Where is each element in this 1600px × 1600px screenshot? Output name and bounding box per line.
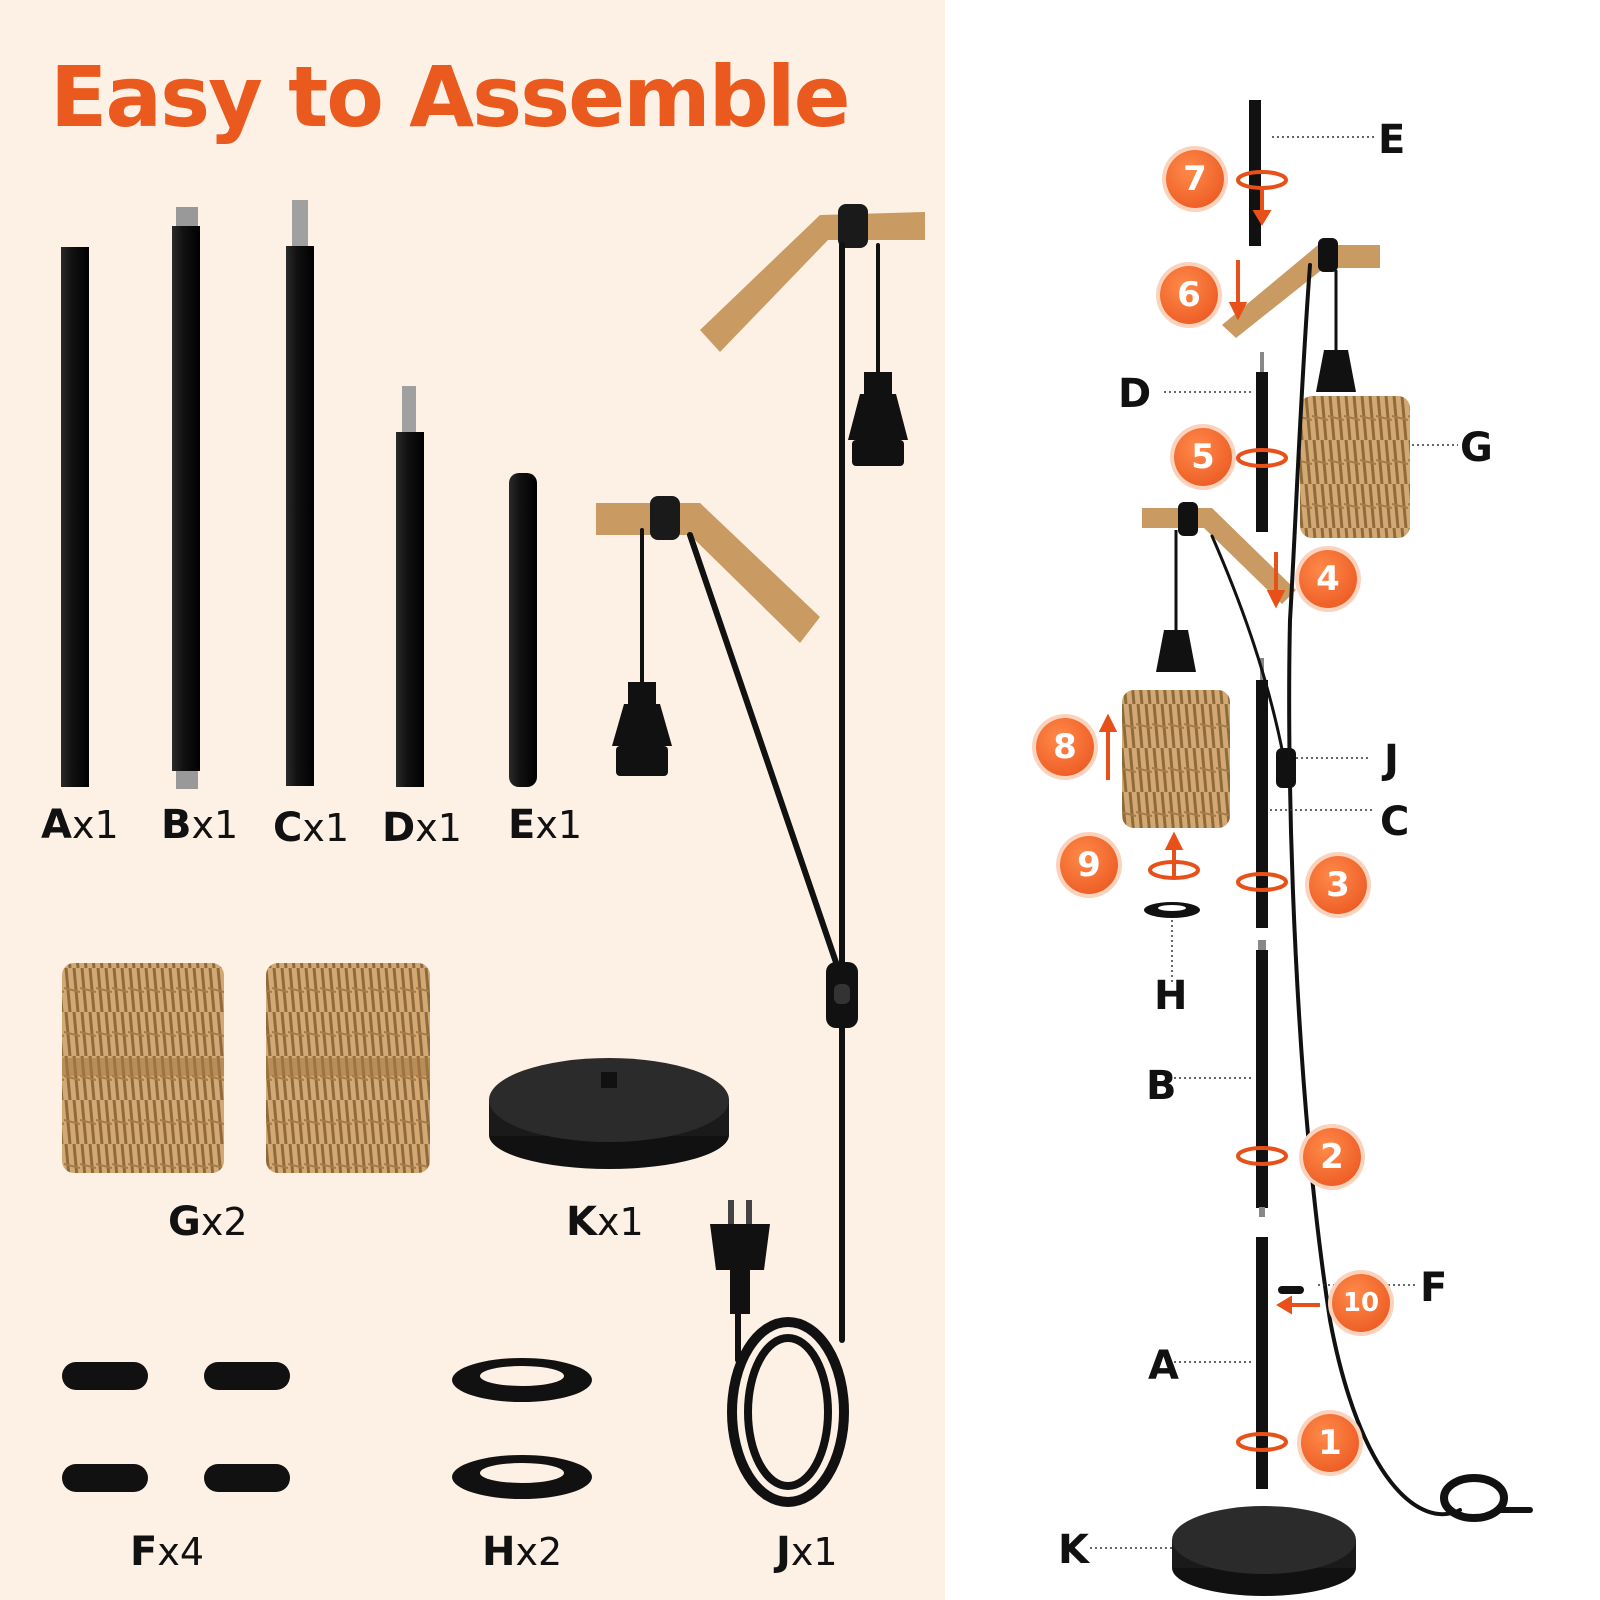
wooden-arm-lower: [596, 496, 820, 643]
plug: [710, 1200, 770, 1314]
diagram-label-c: C: [1380, 799, 1410, 845]
diagram-label-j: J: [1384, 737, 1399, 783]
part-label-j: Jx1: [776, 1529, 838, 1575]
part-label-h: Hx2: [482, 1529, 563, 1575]
diagram-label-g: G: [1460, 425, 1493, 471]
diagram-label-f: F: [1420, 1265, 1448, 1311]
inline-switch: [826, 962, 858, 1028]
cable-clips: [62, 1362, 290, 1492]
diagram-label-e: E: [1378, 117, 1406, 163]
part-label-a: Ax1: [41, 802, 119, 848]
step-badge-9: 9: [1060, 836, 1118, 894]
wooden-arm-upper: [700, 204, 925, 352]
step-badge-7: 7: [1166, 150, 1224, 208]
diagram-label-h: H: [1154, 973, 1188, 1019]
diagram-label-b: B: [1146, 1063, 1177, 1109]
part-label-f: Fx4: [130, 1529, 204, 1575]
step-badge-8: 8: [1036, 718, 1094, 776]
shade-rings: [452, 1358, 592, 1499]
page-title: Easy to Assemble: [50, 48, 851, 146]
assembly-diagram: [1090, 100, 1533, 1596]
rod-b: [172, 207, 200, 789]
rod-e: [509, 473, 537, 787]
lamp-base: [489, 1058, 729, 1169]
rod-c: [286, 200, 314, 786]
step-badge-4: 4: [1299, 550, 1357, 608]
step-badge-6: 6: [1160, 266, 1218, 324]
lamp-shade-2: [266, 963, 430, 1173]
diagram-label-a: A: [1148, 1343, 1179, 1389]
lamp-shade-1: [62, 963, 224, 1173]
part-label-k: Kx1: [566, 1199, 644, 1245]
part-label-e: Ex1: [508, 802, 582, 848]
part-label-d: Dx1: [382, 805, 462, 851]
step-badge-10: 10: [1332, 1274, 1390, 1332]
part-label-c: Cx1: [273, 805, 350, 851]
rod-a: [61, 247, 89, 787]
step-badge-5: 5: [1174, 428, 1232, 486]
part-label-g: Gx2: [168, 1199, 248, 1245]
diagram-label-k: K: [1058, 1527, 1089, 1573]
step-badge-1: 1: [1301, 1414, 1359, 1472]
part-label-b: Bx1: [161, 802, 239, 848]
diagram-label-d: D: [1118, 371, 1152, 417]
rod-d: [396, 386, 424, 787]
lamp-socket-upper: [848, 372, 908, 466]
step-badge-3: 3: [1309, 856, 1367, 914]
step-badge-2: 2: [1303, 1128, 1361, 1186]
power-cord: [640, 242, 880, 1507]
lamp-socket-lower: [612, 682, 672, 776]
